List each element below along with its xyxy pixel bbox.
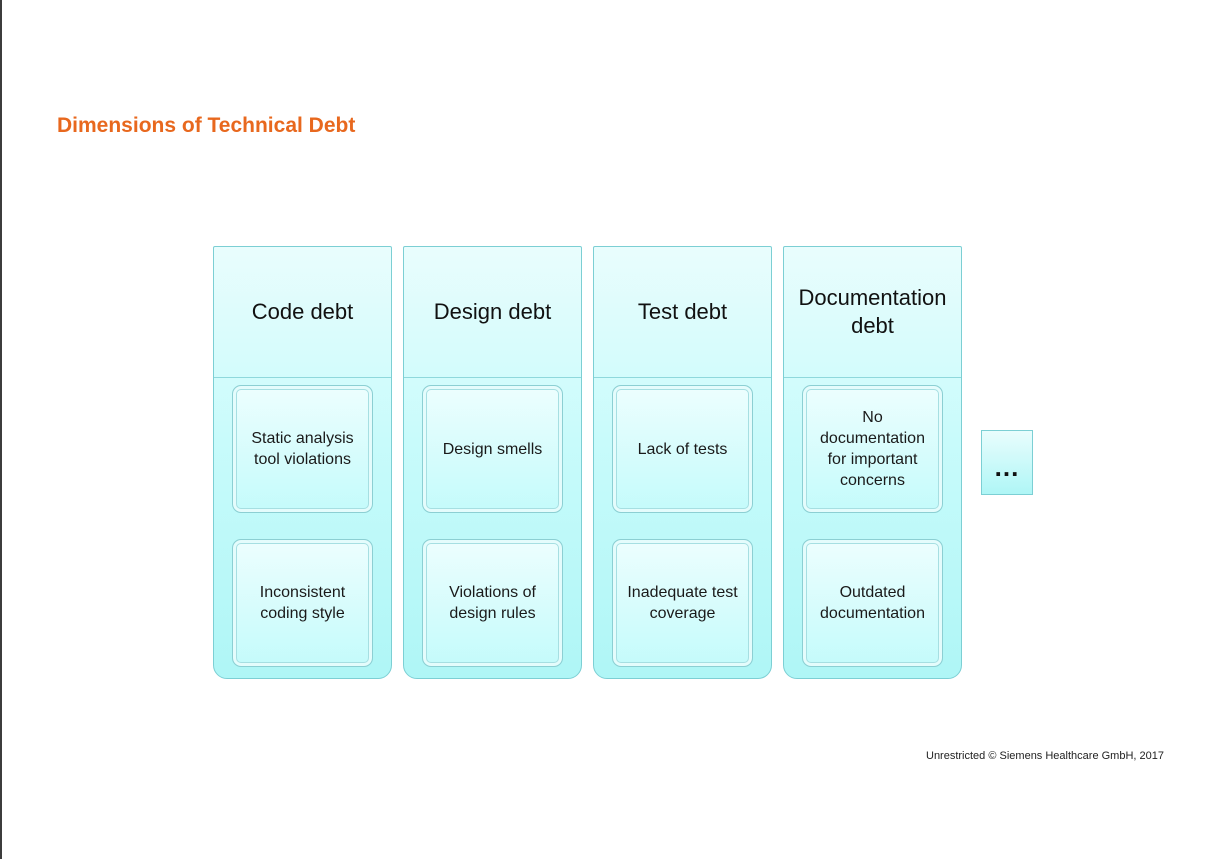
debt-item: Static analysis tool violations [232,385,373,513]
column-header: Code debt [214,247,391,378]
debt-item: Inconsistent coding style [232,539,373,667]
debt-item: No documentation for important concerns [802,385,943,513]
footer-copyright: Unrestricted © Siemens Healthcare GmbH, … [926,750,1164,762]
slide-title: Dimensions of Technical Debt [57,114,356,137]
debt-item: Violations of design rules [422,539,563,667]
debt-item: Lack of tests [612,385,753,513]
column-test-debt: Test debt Lack of tests Inadequate test … [593,246,772,679]
debt-item: Outdated documentation [802,539,943,667]
column-header: Design debt [404,247,581,378]
debt-item: Inadequate test coverage [612,539,753,667]
column-code-debt: Code debt Static analysis tool violation… [213,246,392,679]
debt-item: Design smells [422,385,563,513]
column-documentation-debt: Documentation debt No documentation for … [783,246,962,679]
more-ellipsis-box: ... [981,430,1033,495]
column-design-debt: Design debt Design smells Violations of … [403,246,582,679]
slide-left-border [0,0,2,859]
column-header: Documentation debt [784,247,961,378]
column-header: Test debt [594,247,771,378]
